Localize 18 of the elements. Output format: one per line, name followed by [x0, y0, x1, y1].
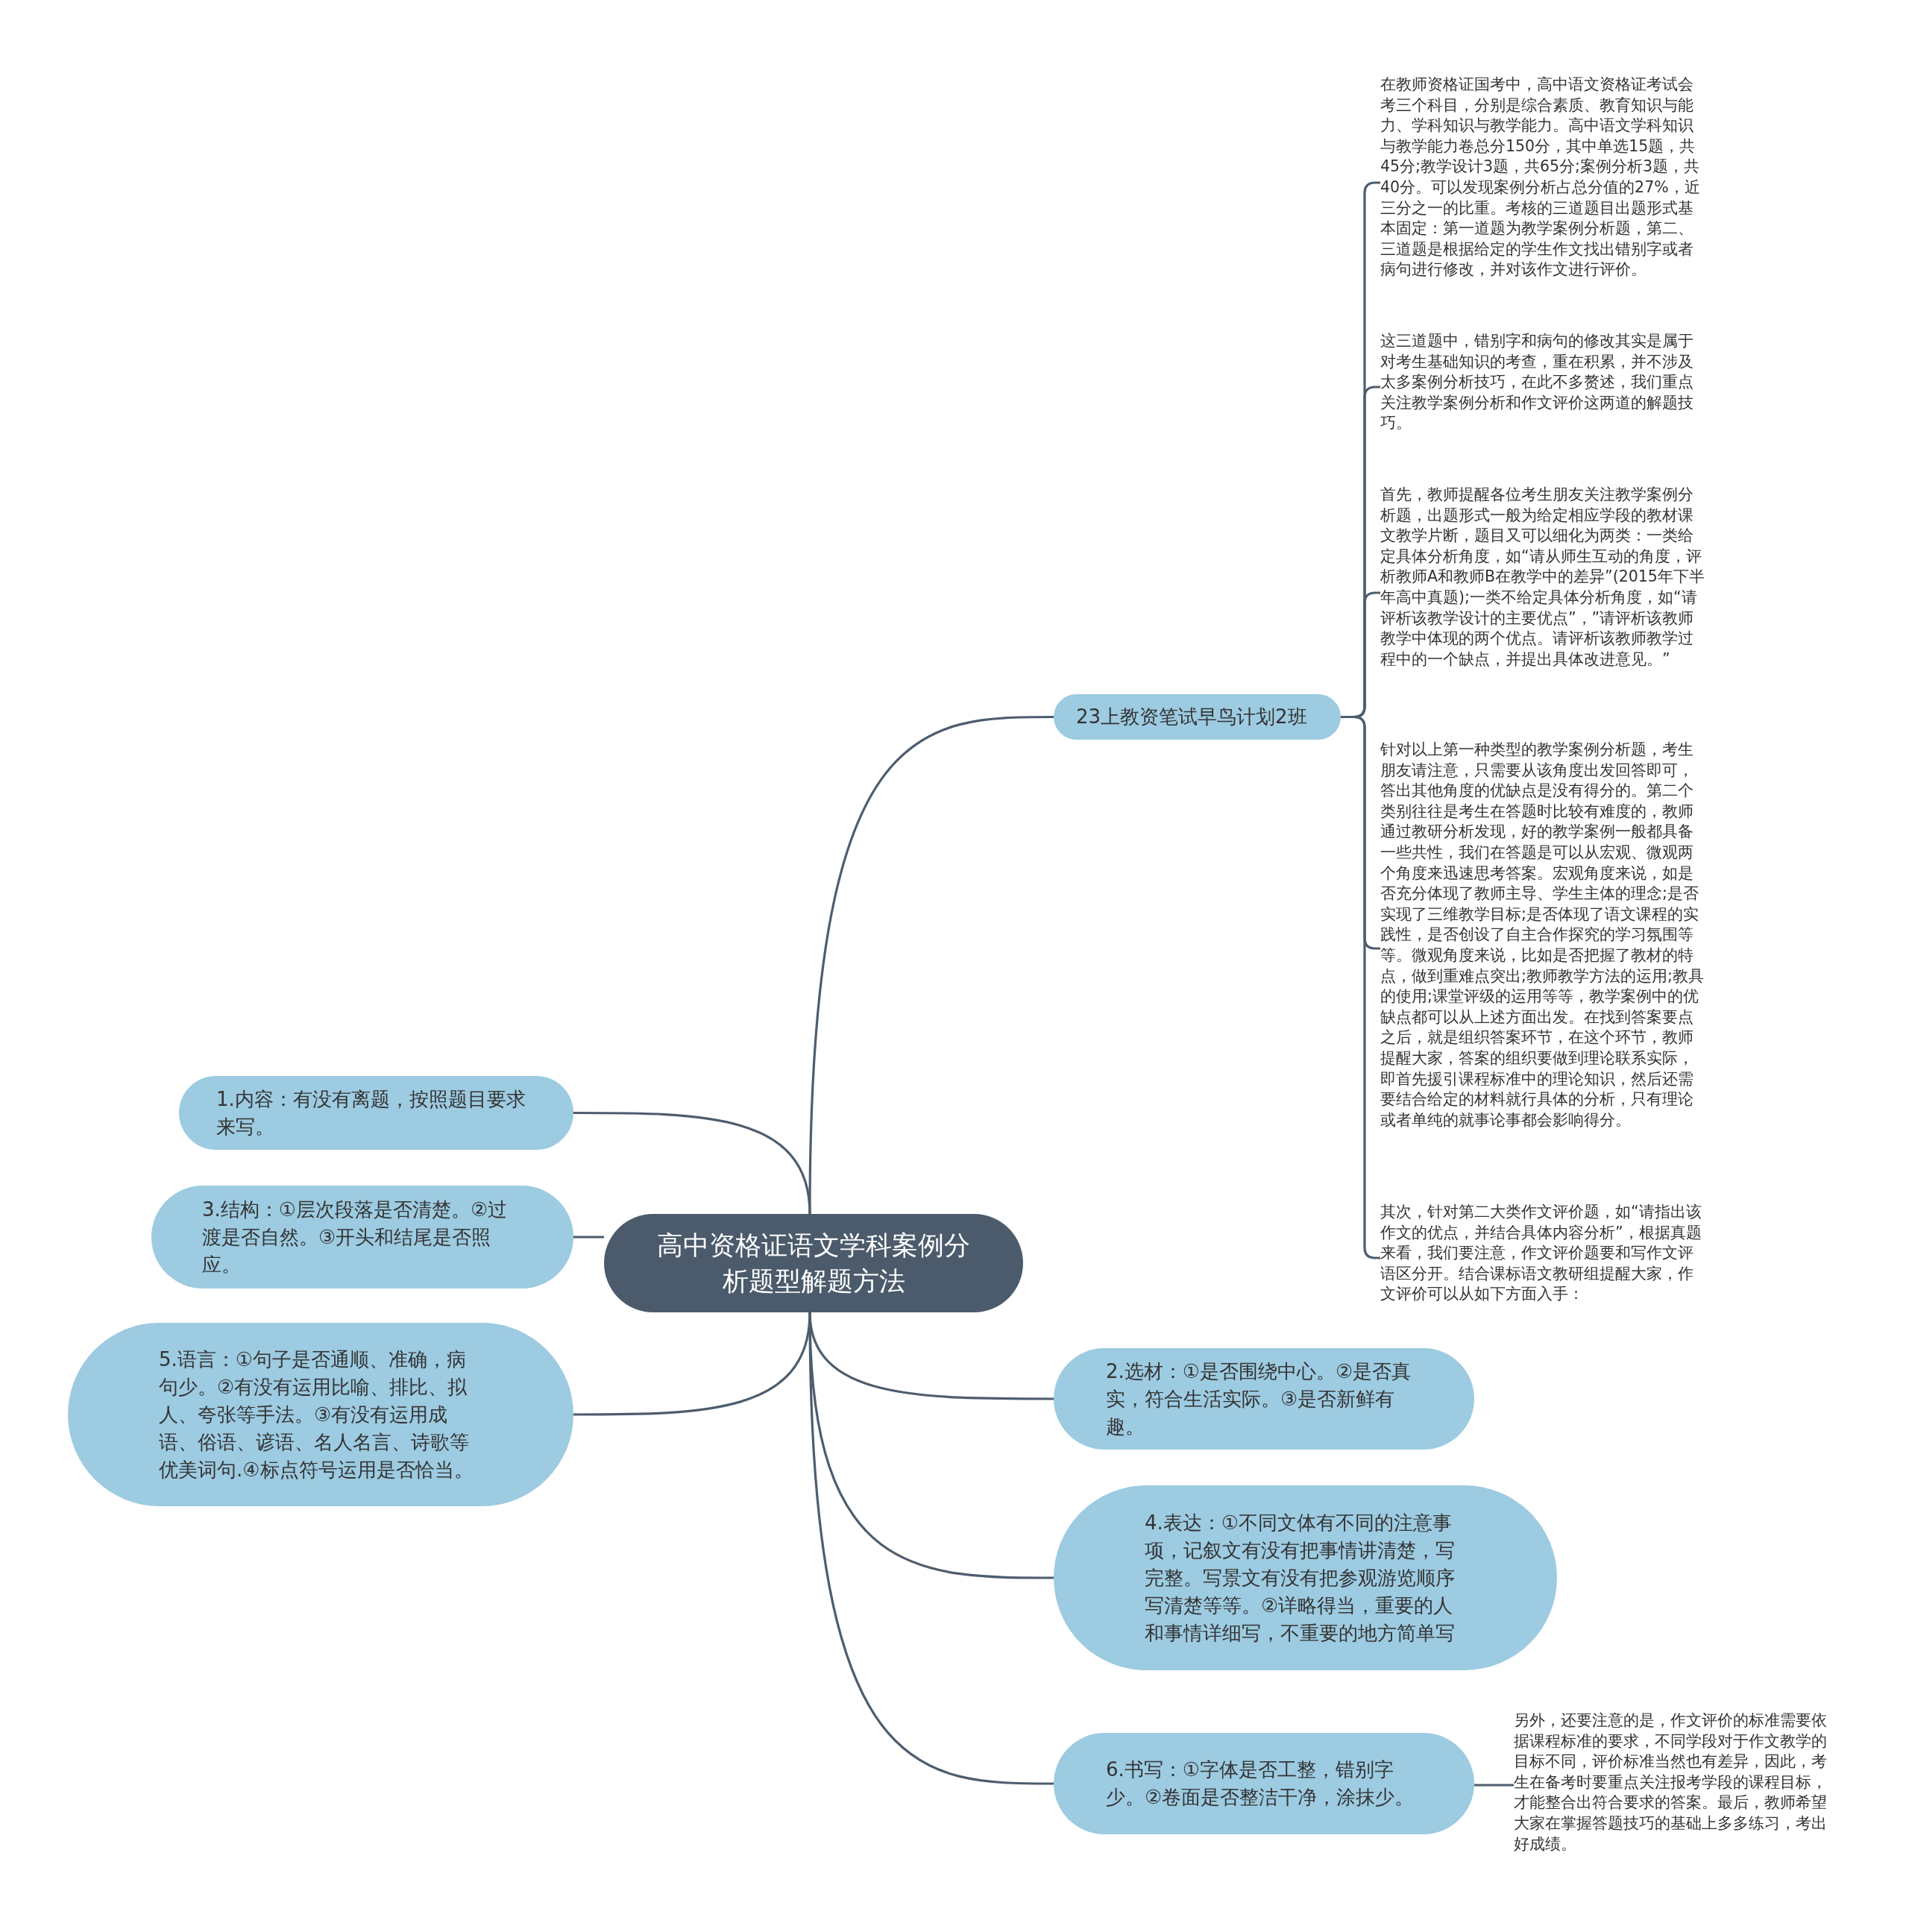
note-text: 其次，针对第二大类作文评价题，如“请指出该作文的优点，并结合具体内容分析”，根据真题来看，我们要注意，作文评价题要和写作文评语区分开。结合课标语文教研组提醒大家，作文评价可以从如下方面入手： — [1380, 1202, 1708, 1314]
note-text: 首先，教师提醒各位考生朋友关注教学案例分析题，出题形式一般为给定相应学段的教材课文教学片断，题目又可以细化为两类：一类给定具体分析角度，如“请从师生互动的角度，评析教师A和教师B在教学中的差异”(2015年下半年高中真题);一类不给定具体分析角度，如“请评析该教学设计的主要优点”，”请评析该教师教学中体现的两个优点。请评析该教师教学过程中的一个缺点，并提出具体改进意见。” — [1380, 485, 1708, 701]
topic-box: 5.语言：①句子是否通顺、准确，病句少。②有没有运用比喻、排比、拟人、夸张等手法。③有没有运用成语、俗语、谚语、名人名言、诗歌等优美词句.④标点符号运用是否恰当。 — [68, 1323, 573, 1506]
topic-box: 3.结构：①层次段落是否清楚。②过渡是否自然。③开头和结尾是否照应。 — [151, 1186, 573, 1288]
topic-box: 4.表达：①不同文体有不同的注意事项，记叙文有没有把事情讲清楚，写完整。写景文有没有把参观游览顺序写清楚等等。②详略得当，重要的人和事情详细写，不重要的地方简单写 — [1054, 1485, 1557, 1670]
topic-box: 2.选材：①是否围绕中心。②是否真实，符合生活实际。③是否新鲜有趣。 — [1054, 1348, 1474, 1450]
connector-line — [808, 1312, 1054, 1785]
topic-box: 23上教资笔试早鸟计划2班 — [1054, 694, 1341, 740]
connector-line — [573, 1111, 811, 1215]
note-text: 另外，还要注意的是，作文评价的标准需要依据课程标准的要求，不同学段对于作文教学的目标不同，评价标准当然也有差异，因此，考生在备考时要重点关注报考学段的课程目标，才能整合出符合要求的答案。最后，教师希望大家在掌握答题技巧的基础上多多练习，考出好成绩。 — [1514, 1711, 1842, 1860]
note-text: 这三道题中，错别字和病句的修改其实是属于对考生基础知识的考查，重在积累，并不涉及太多案例分析技巧，在此不多赘述，我们重点关注教学案例分析和作文评价这两道的解题技巧。 — [1380, 331, 1708, 443]
connector-line — [1474, 1784, 1514, 1787]
central-topic-box: 高中资格证语文学科案例分析题型解题方法 — [604, 1214, 1023, 1312]
topic-box: 1.内容：有没有离题，按照题目要求来写。 — [179, 1076, 573, 1150]
note-text: 在教师资格证国考中，高中语文资格证考试会考三个科目，分别是综合素质、教育知识与能力、学科知识与教学能力。高中语文学科知识与教学能力卷总分150分，其中单选15题，共45分;教学设计3题，共65分;案例分析3题，共40分。可以发现案例分析占总分值的27%，近三分之一的比重。考核的三道题目出题形式基本固定：第一道题为教学案例分析题，第二、三道题是根据给定的学生作文找出错别字或者病句进行修改，并对该作文进行评价。 — [1380, 75, 1708, 291]
topic-box: 6.书写：①字体是否工整，错别字少。②卷面是否整洁干净，涂抹少。 — [1054, 1733, 1474, 1834]
note-text: 针对以上第一种类型的教学案例分析题，考生朋友请注意，只需要从该角度出发回答即可，答出其他角度的优缺点是没有得分的。第二个类别往往是考生在答题时比较有难度的，教师通过教研分析发现，好的教学案例一般都具备一些共性，我们在答题是可以从宏观、微观两个角度来迅速思考答案。宏观角度来说，如是否充分体现了教师主导、学生主体的理念;是否实现了三维教学目标;是否体现了语文课程的实践性，是否创设了自主合作探究的学习氛围等等。微观角度来说，比如是否把握了教材的特点，做到重难点突出;教师教学方法的运用;教具的使用;课堂评级的运用等等，教学案例中的优缺点都可以从上述方面出发。在找到答案要点之后，就是组织答案环节，在这个环节，教师提醒大家，答案的组织要做到理论联系实际，即首先援引课程标准中的理论知识，然后还需要结合给定的材料就行具体的分析，只有理论或者单纯的就事论事都会影响得分。 — [1380, 740, 1708, 1157]
connector-line — [573, 1236, 604, 1239]
